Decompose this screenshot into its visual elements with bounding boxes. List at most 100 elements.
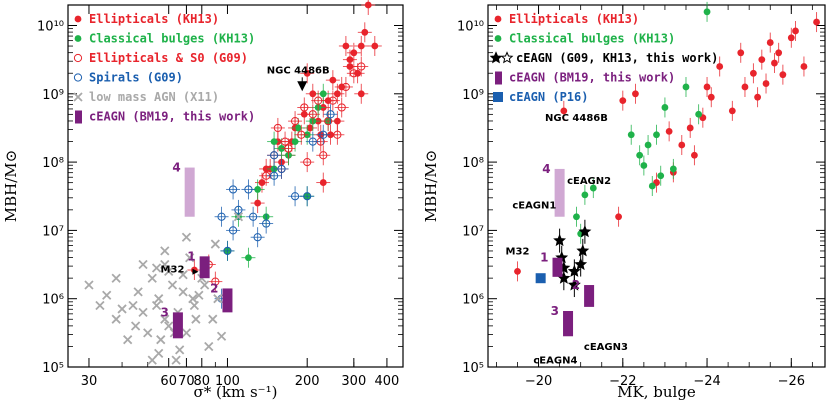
legend-item-classical-bulges-kh13: Classical bulges (KH13)	[494, 32, 675, 46]
annotation-label: cEAGN3	[584, 342, 628, 353]
data-point	[342, 42, 350, 50]
data-point	[178, 270, 188, 280]
data-point	[309, 90, 317, 98]
data-point	[346, 56, 354, 64]
data-point-stroke-b	[216, 331, 227, 341]
y-tick-label: 10⁷	[42, 224, 64, 239]
data-point	[254, 186, 262, 193]
bar-number-label: 2	[572, 278, 580, 292]
data-point	[615, 213, 622, 221]
data-point	[280, 137, 290, 146]
legend-item-spirals-g09: Spirals (G09)	[73, 71, 183, 85]
data-point	[333, 130, 342, 139]
data-point	[728, 107, 736, 115]
annotation-label: M32	[161, 265, 185, 276]
legend-label: Ellipticals (KH13)	[509, 12, 639, 26]
y-axis-title: MBH/M⊙	[422, 150, 440, 222]
bar-number-label: 1	[187, 249, 195, 263]
data-point	[553, 233, 567, 247]
legend: Ellipticals (KH13) Classical bulges (KH13…	[73, 12, 255, 124]
data-point	[371, 42, 379, 50]
data-point	[270, 151, 279, 160]
y-tick-label: 10⁵	[42, 361, 64, 376]
bar-mark	[172, 312, 183, 339]
data-point-stroke-b	[151, 300, 162, 311]
data-point-stroke-b	[178, 287, 188, 297]
legend-label: Classical bulges (KH13)	[89, 32, 255, 46]
legend-marker-icon	[494, 15, 502, 23]
data-point	[181, 328, 192, 338]
series-classical-bulges-kh13	[573, 1, 711, 244]
data-point-stroke-b	[147, 355, 157, 365]
data-point	[147, 355, 157, 365]
x-tick-label: 100	[215, 374, 240, 389]
data-point	[349, 69, 358, 78]
data-point	[194, 290, 204, 300]
y-tick-label: 10⁹	[462, 88, 484, 103]
bar-number-label: 4	[542, 162, 550, 176]
data-point-stroke-b	[204, 341, 214, 352]
annotation-label: cEAGN1	[512, 201, 556, 212]
data-point	[661, 104, 669, 111]
data-point	[787, 34, 795, 42]
data-point	[303, 192, 312, 201]
data-point	[691, 151, 698, 159]
data-point	[669, 165, 677, 173]
data-point	[741, 83, 749, 91]
y-tick-label: 10¹⁰	[457, 19, 484, 34]
data-point-stroke-b	[143, 328, 153, 338]
data-point	[245, 254, 252, 262]
annotation-label: NGC 4486B	[267, 65, 330, 76]
data-point	[560, 107, 568, 115]
x-tick-label: −24	[693, 374, 720, 389]
bar-number-label: 1	[540, 251, 548, 265]
data-point	[258, 179, 266, 186]
data-point	[306, 124, 314, 132]
data-point-stroke-b	[117, 304, 127, 314]
data-point	[270, 138, 278, 146]
legend-item-classical-bulges-kh13: Classical bulges (KH13)	[74, 32, 255, 46]
data-point	[160, 314, 170, 324]
data-point-stroke-b	[185, 253, 195, 263]
data-point-stroke-b	[167, 280, 178, 290]
legend-label: Ellipticals (KH13)	[89, 12, 219, 26]
data-point-stroke-b	[178, 270, 188, 280]
data-point	[290, 117, 300, 126]
data-point-stroke-b	[171, 355, 181, 365]
x-axis-title: σ* (km s⁻¹)	[194, 383, 278, 401]
legend-bar-icon	[75, 110, 82, 124]
data-point	[361, 28, 369, 36]
data-point	[686, 124, 694, 132]
data-point	[297, 130, 306, 139]
data-point	[619, 97, 627, 105]
data-point	[111, 314, 121, 324]
y-tick-label: 10⁶	[42, 293, 64, 308]
data-point	[290, 192, 300, 201]
data-point	[350, 49, 358, 57]
data-point	[160, 259, 170, 270]
bar-number-label: 4	[172, 161, 180, 175]
data-point	[138, 307, 148, 317]
data-point	[191, 314, 201, 324]
legend-star-icon	[500, 51, 514, 64]
data-point	[762, 80, 770, 87]
data-point	[133, 287, 143, 297]
data-point	[357, 90, 365, 98]
data-point	[357, 42, 365, 50]
data-point	[771, 59, 778, 67]
data-point	[648, 182, 656, 190]
data-point	[589, 184, 597, 192]
legend-marker-icon	[493, 92, 503, 102]
data-point	[636, 151, 644, 159]
data-point	[217, 212, 226, 221]
data-point	[138, 259, 148, 270]
data-point	[576, 244, 590, 257]
data-point	[695, 110, 703, 118]
annotation-label: cEAGN4	[533, 356, 577, 367]
data-point-stroke-b	[208, 314, 218, 324]
data-point	[573, 213, 580, 221]
y-tick-label: 10⁸	[462, 156, 484, 171]
data-point	[574, 257, 588, 271]
